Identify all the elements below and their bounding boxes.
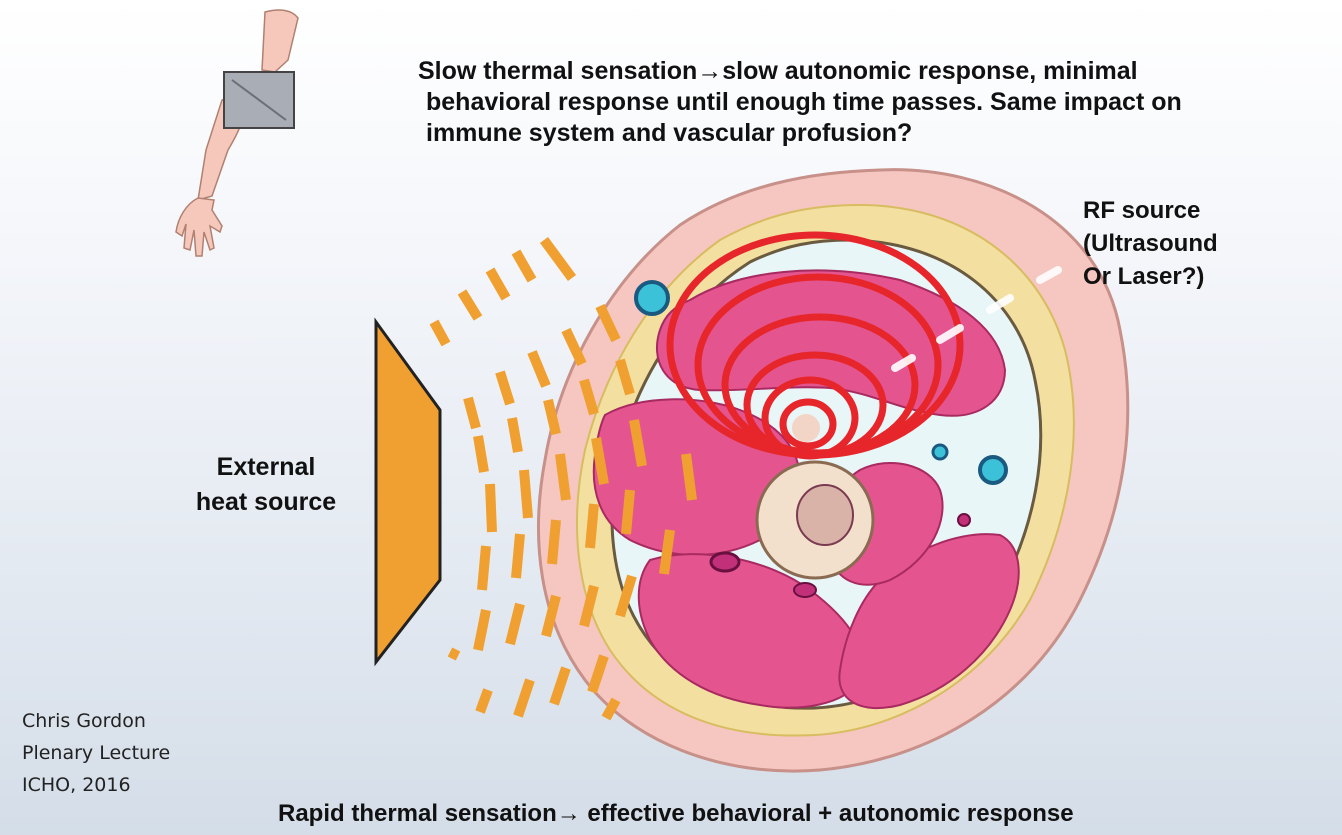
- vessel: [636, 282, 668, 314]
- top-caption: Slow thermal sensation→slow autonomic re…: [418, 56, 1318, 149]
- external-heat-source-label: External heat source: [186, 450, 346, 520]
- rf-focal-point: [792, 414, 820, 442]
- rf-label-line: Or Laser?): [1083, 260, 1218, 293]
- top-caption-line: immune system and vascular profusion?: [418, 118, 1318, 149]
- vessel: [794, 583, 816, 597]
- credit-line: ICHO, 2016: [22, 769, 170, 801]
- heat-label-line: heat source: [186, 485, 346, 520]
- credit-line: Chris Gordon: [22, 705, 170, 737]
- bone-marrow: [797, 485, 853, 545]
- arm-illustration: [176, 10, 298, 256]
- top-caption-line: Slow thermal sensation→slow autonomic re…: [418, 56, 1318, 87]
- vessel: [933, 445, 947, 459]
- leg-cross-section: [538, 170, 1127, 771]
- vessel: [711, 553, 739, 571]
- top-caption-line: behavioral response until enough time pa…: [418, 87, 1318, 118]
- bottom-caption: Rapid thermal sensation→ effective behav…: [278, 800, 1074, 828]
- vessel: [958, 514, 970, 526]
- credit-line: Plenary Lecture: [22, 737, 170, 769]
- vessel: [980, 457, 1006, 483]
- credit-block: Chris Gordon Plenary Lecture ICHO, 2016: [22, 705, 170, 801]
- heat-label-line: External: [186, 450, 346, 485]
- rf-label-line: (Ultrasound: [1083, 227, 1218, 260]
- rf-source-label: RF source (Ultrasound Or Laser?): [1083, 194, 1218, 293]
- external-heat-source-panel: [376, 322, 440, 662]
- rf-label-line: RF source: [1083, 194, 1218, 227]
